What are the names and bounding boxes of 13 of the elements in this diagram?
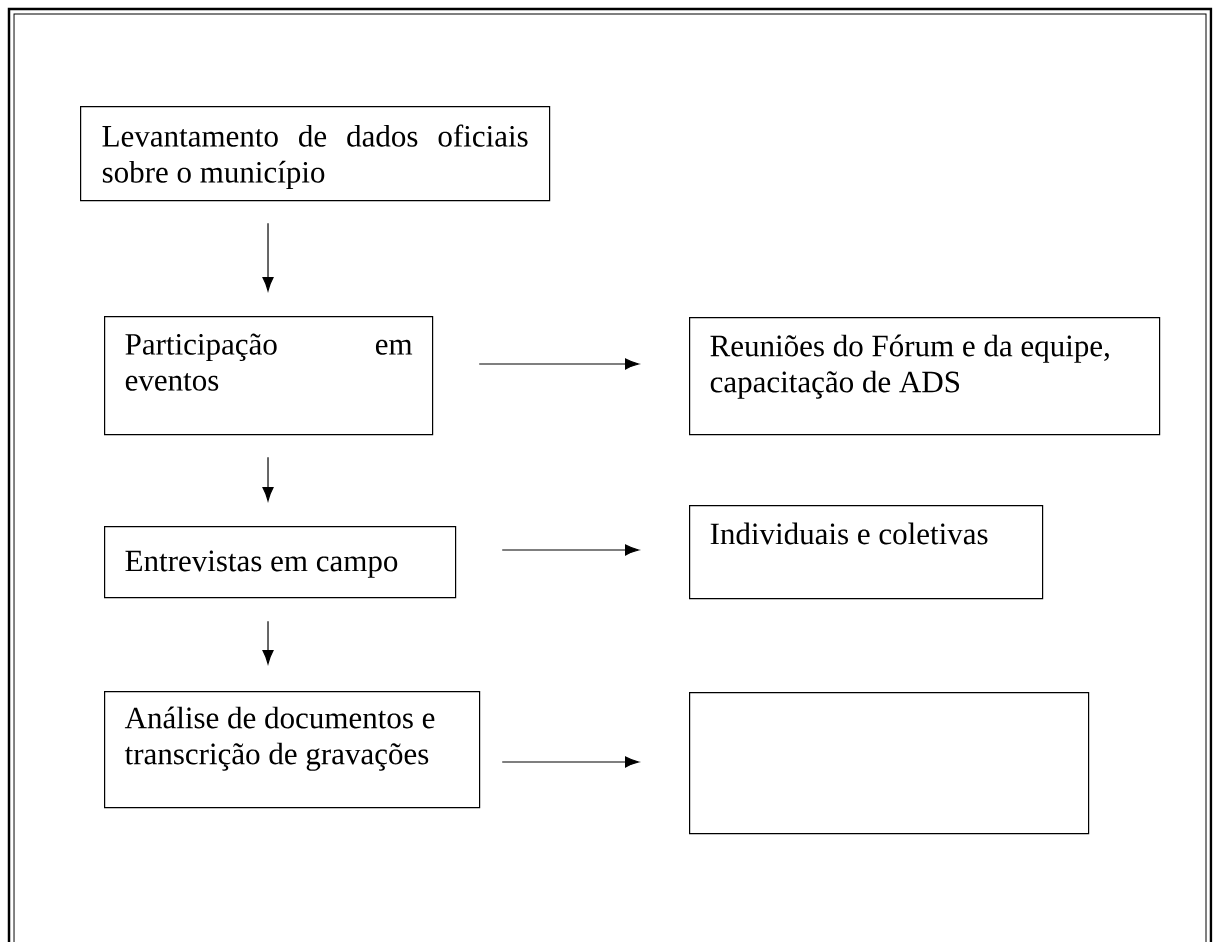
arrow	[262, 620, 274, 665]
process-box: Levantamento de dados oficiais sobre o município	[80, 106, 551, 202]
arrow	[262, 222, 274, 292]
arrow	[501, 544, 640, 556]
process-box: Participação em eventos	[104, 316, 434, 436]
process-box: Entrevistas em campo	[104, 526, 457, 599]
process-box: Reuniões do Fórum e da equipe, capacitação de ADS	[689, 317, 1161, 436]
arrow	[501, 756, 640, 768]
process-box: Análise de documentos e transcrição de gravações	[104, 691, 481, 809]
arrow	[478, 358, 640, 370]
empty-box	[689, 692, 1090, 835]
arrow	[262, 456, 274, 502]
process-box: Individuais e coletivas	[689, 505, 1044, 600]
